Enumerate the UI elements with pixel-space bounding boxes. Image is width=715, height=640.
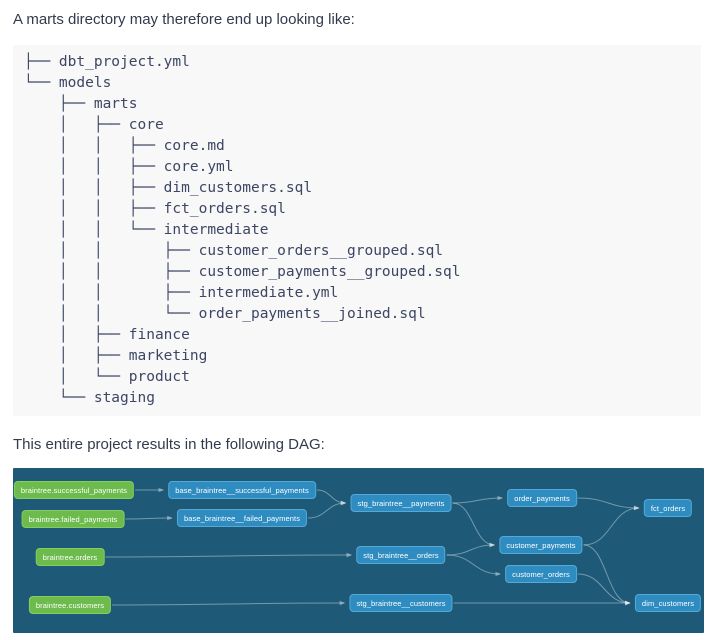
- dag-node-stg_payments: stg_braintree__payments: [350, 494, 452, 512]
- dag-edge-src_failed_payments-to-base_failed_payments: [125, 515, 173, 521]
- dag-edge-stg_payments-to-customer_payments: [452, 502, 496, 548]
- dag-edge-customer_payments-to-fct_orders: [583, 505, 640, 546]
- dag-node-base_failed_payments: base_braintree__failed_payments: [176, 509, 308, 527]
- intro-text: A marts directory may therefore end up l…: [13, 11, 355, 28]
- dag-edge-order_payments-to-fct_orders: [577, 497, 640, 511]
- dag-node-src_customers: braintree.customers: [28, 596, 112, 614]
- dag-node-src_failed_payments: braintree.failed_payments: [21, 510, 125, 528]
- dag-node-fct_orders: fct_orders: [643, 499, 693, 517]
- dag-node-dim_customers: dim_customers: [634, 594, 702, 612]
- dag-edge-stg_orders-to-customer_payments: [446, 542, 496, 556]
- dag-node-customer_payments: customer_payments: [499, 536, 583, 554]
- dag-edge-base_successful_payments-to-stg_payments: [316, 489, 347, 506]
- dag-image: braintree.successful_payments braintree.f…: [13, 468, 704, 633]
- dag-node-src_orders: braintree.orders: [35, 548, 105, 566]
- dag-node-src_successful_payments: braintree.successful_payments: [13, 481, 135, 499]
- dag-edge-stg_payments-to-order_payments: [452, 495, 503, 504]
- directory-tree: ├── dbt_project.yml └── models ├── marts…: [24, 54, 461, 406]
- directory-tree-code-block: ├── dbt_project.yml └── models ├── marts…: [13, 45, 701, 416]
- doc-content: A marts directory may therefore end up l…: [13, 8, 704, 633]
- dag-edge-src_orders-to-stg_orders: [105, 552, 352, 558]
- dag-edges-layer: [105, 487, 640, 606]
- dag-edge-base_failed_payments-to-stg_payments: [308, 500, 347, 519]
- dag-node-stg_orders: stg_braintree__orders: [356, 546, 446, 564]
- dag-node-customer_orders: customer_orders: [505, 565, 577, 583]
- dag-edge-customer_payments-to-dim_customers: [583, 544, 631, 606]
- dag-node-order_payments: order_payments: [507, 489, 577, 507]
- dag-node-stg_customers: stg_braintree__customers: [349, 594, 453, 612]
- dag-edge-src_customers-to-stg_customers: [112, 600, 346, 606]
- dag-node-base_successful_payments: base_braintree__successful_payments: [168, 481, 316, 499]
- dag-caption: This entire project results in the follo…: [13, 436, 325, 453]
- dag-edge-stg_orders-to-customer_orders: [446, 554, 501, 577]
- dag-edge-customer_orders-to-dim_customers: [577, 573, 631, 606]
